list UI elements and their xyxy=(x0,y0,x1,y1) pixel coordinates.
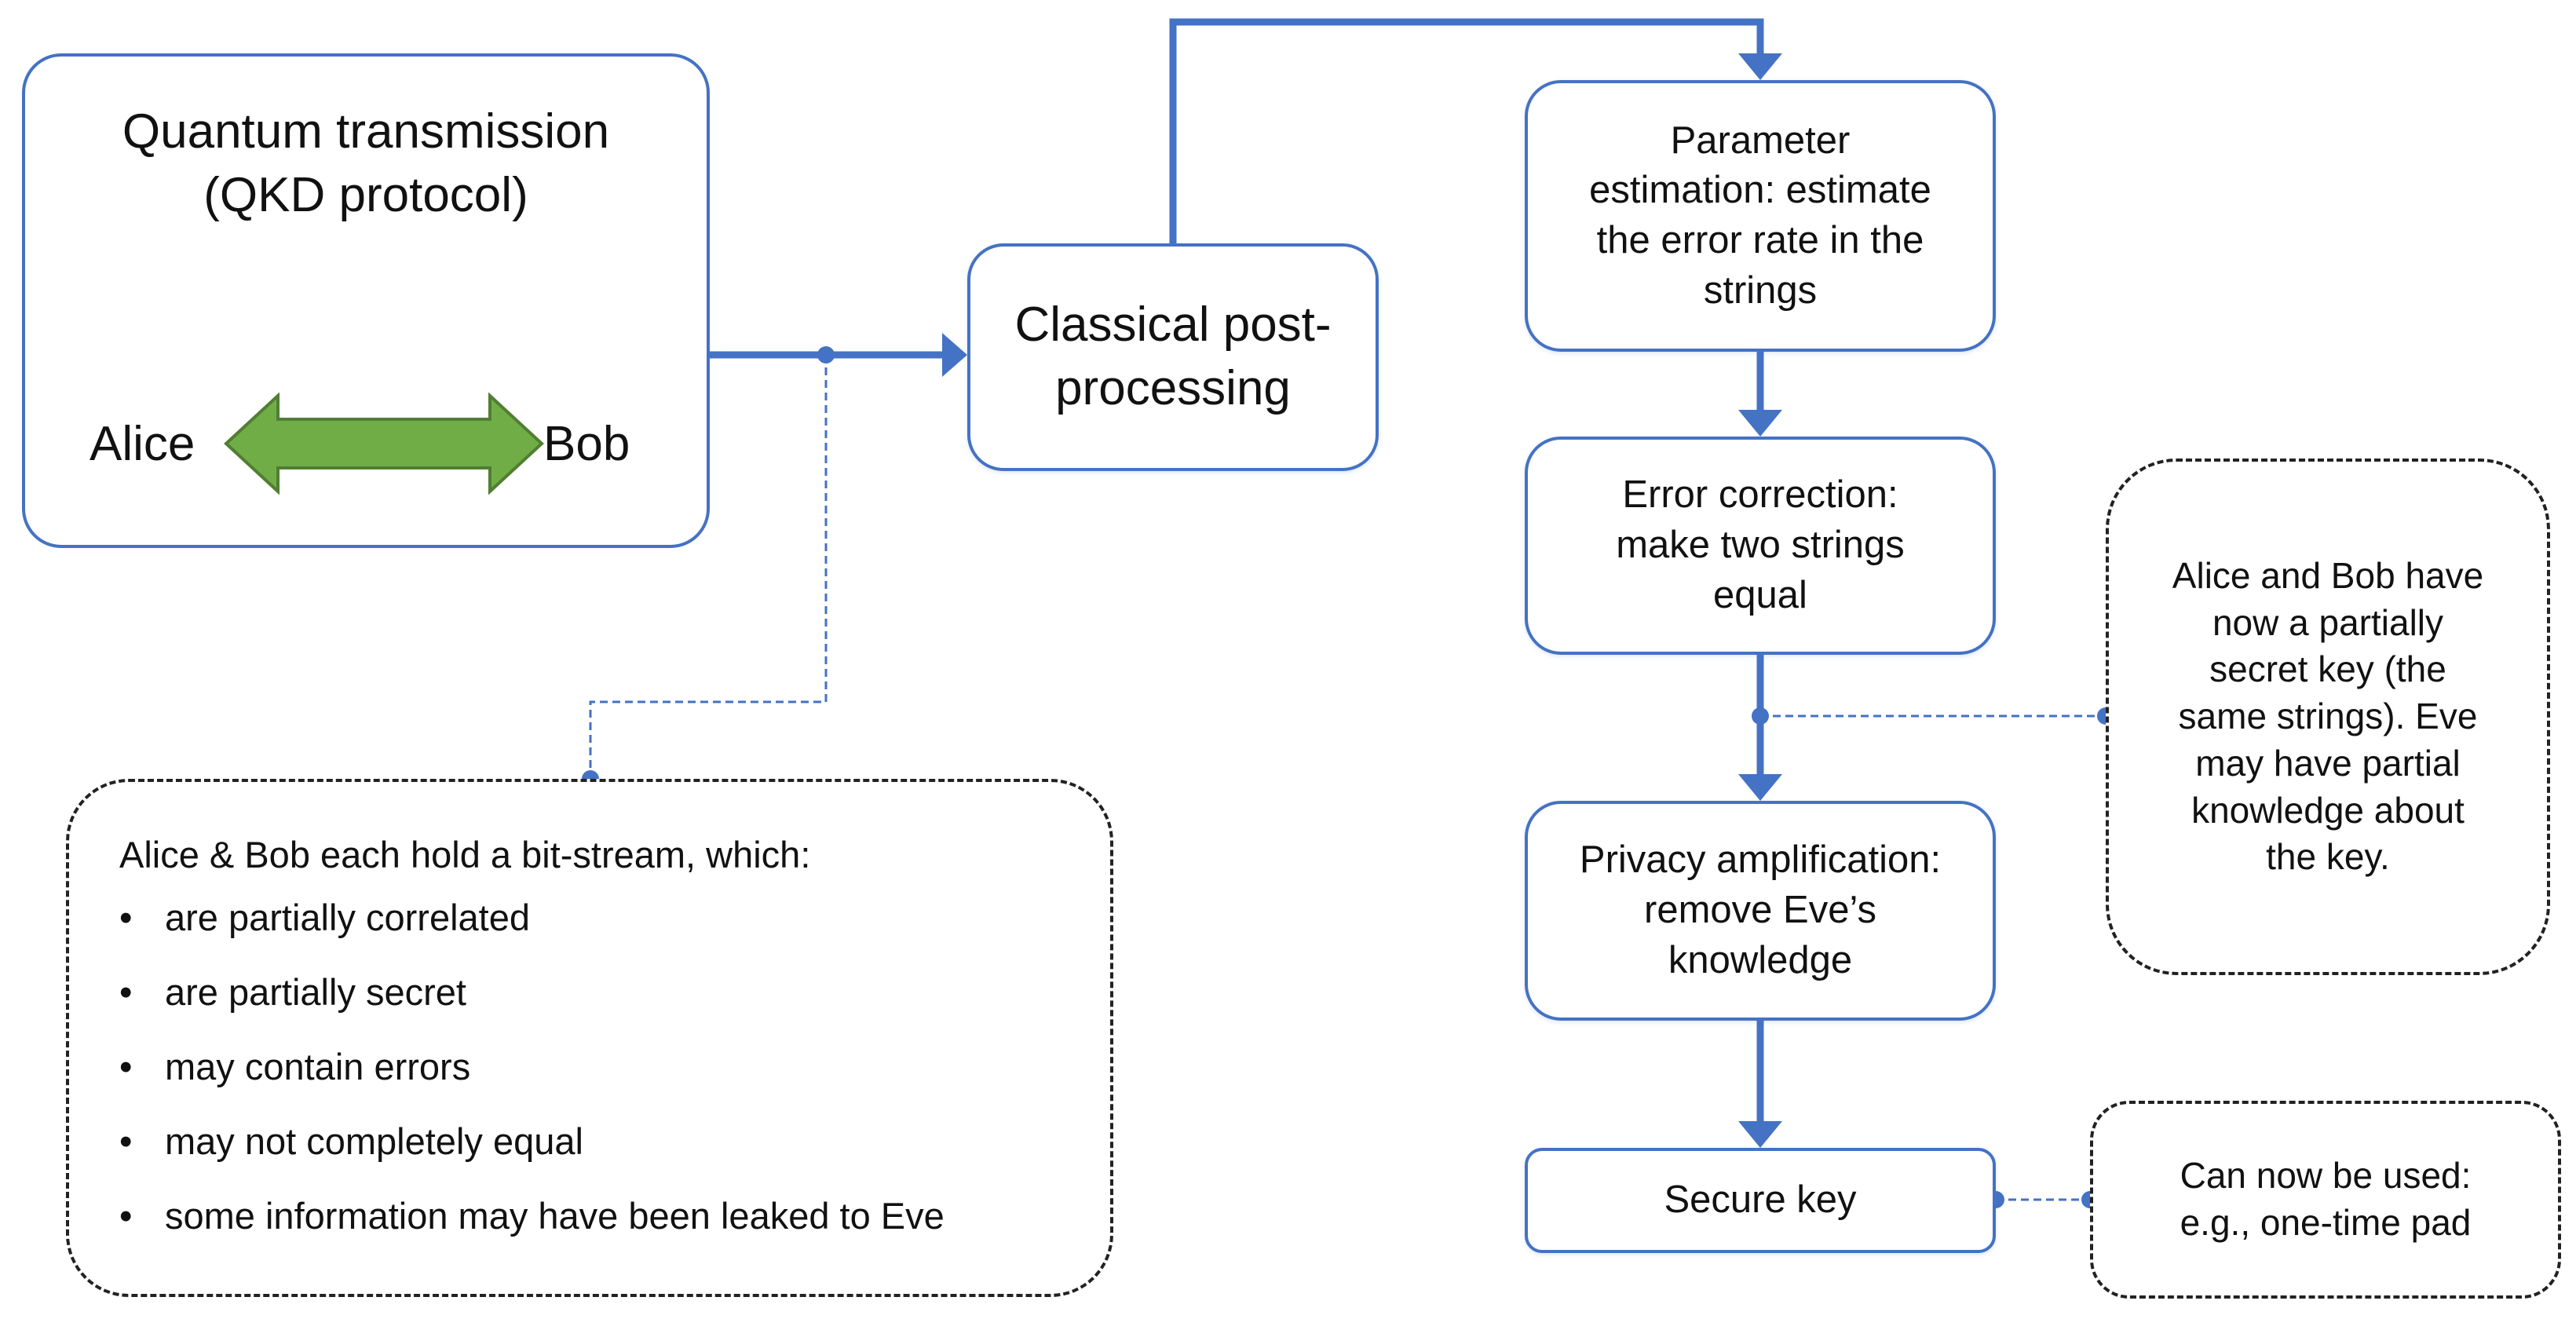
arrowhead-privacy xyxy=(1738,774,1782,801)
errcorr-line3: equal xyxy=(1713,573,1807,616)
secure-key-box: Secure key xyxy=(1525,1148,1996,1253)
parameter-estimation-box: Parameter estimation: estimate the error… xyxy=(1525,80,1996,352)
dashed-link-to-bitstream xyxy=(589,355,828,779)
param-line3: the error rate in the xyxy=(1596,219,1924,261)
privacy-amplification-box: Privacy amplification: remove Eve’s know… xyxy=(1525,801,1996,1021)
secure-key-label: Secure key xyxy=(1664,1178,1857,1222)
note-line5: may have partial xyxy=(2195,742,2461,784)
param-line4: strings xyxy=(1703,269,1818,312)
note-line3: secret key (the xyxy=(2209,649,2446,690)
note-line4: same strings). Eve xyxy=(2178,696,2478,737)
use-line1: Can now be used: xyxy=(2180,1155,2472,1197)
list-item: are partially correlated xyxy=(119,899,945,936)
partial-key-note-box: Alice and Bob have now a partially secre… xyxy=(2106,459,2550,975)
arrowhead-errcorr xyxy=(1738,410,1782,437)
classical-post-processing-box: Classical post- processing xyxy=(967,243,1379,471)
note-line2: now a partially xyxy=(2212,601,2444,643)
param-line2: estimation: estimate xyxy=(1589,169,1931,212)
bitstream-list: are partially correlated are partially s… xyxy=(119,899,945,1272)
privacy-line3: knowledge xyxy=(1668,938,1853,981)
alice-label: Alice xyxy=(90,417,195,471)
arrowhead-secure xyxy=(1738,1121,1782,1148)
note-line1: Alice and Bob have xyxy=(2172,554,2484,596)
list-item: may not completely equal xyxy=(119,1123,945,1160)
bob-label: Bob xyxy=(543,417,630,471)
bitstream-note-box: Alice & Bob each hold a bit-stream, whic… xyxy=(66,779,1113,1297)
errcorr-line1: Error correction: xyxy=(1622,473,1898,517)
list-item: some information may have been leaked to… xyxy=(119,1197,945,1234)
param-line1: Parameter xyxy=(1670,119,1851,162)
list-item: may contain errors xyxy=(119,1048,945,1085)
classical-line2: processing xyxy=(1055,361,1291,415)
key-usage-note-box: Can now be used: e.g., one-time pad xyxy=(2090,1101,2561,1299)
classical-line1: Classical post- xyxy=(1014,298,1332,353)
error-correction-box: Error correction: make two strings equal xyxy=(1525,437,1996,655)
privacy-line2: remove Eve’s xyxy=(1644,889,1876,932)
list-item: are partially secret xyxy=(119,974,945,1010)
arrowhead-classical xyxy=(942,333,967,377)
note-line7: the key. xyxy=(2266,836,2390,878)
arrow-classical-to-param xyxy=(1169,18,1764,243)
note-line6: knowledge about xyxy=(2191,789,2465,831)
arrowhead-param xyxy=(1738,53,1782,80)
quantum-title-line1: Quantum transmission xyxy=(122,104,610,159)
double-arrow-icon xyxy=(224,393,544,495)
bitstream-intro: Alice & Bob each hold a bit-stream, whic… xyxy=(119,834,811,875)
privacy-line1: Privacy amplification: xyxy=(1579,839,1942,882)
errcorr-line2: make two strings xyxy=(1616,524,1905,567)
use-line2: e.g., one-time pad xyxy=(2180,1202,2472,1243)
quantum-title-line2: (QKD protocol) xyxy=(203,167,528,222)
